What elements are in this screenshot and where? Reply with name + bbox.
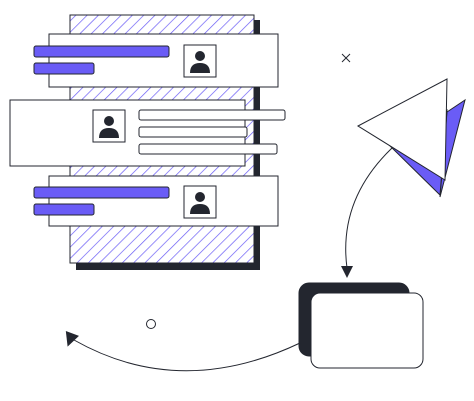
small-circle-icon bbox=[146, 319, 156, 329]
paper-plane-icon bbox=[356, 78, 466, 198]
user-icon bbox=[92, 109, 126, 143]
stacked-windows-icon bbox=[298, 282, 424, 369]
user-icon bbox=[183, 44, 217, 78]
card-line-short bbox=[33, 203, 95, 216]
card-line-short bbox=[33, 62, 95, 75]
user-icon bbox=[183, 185, 217, 219]
cross-mark-icon bbox=[341, 53, 351, 63]
card-line-outline bbox=[138, 143, 278, 155]
card-line-long bbox=[33, 45, 170, 58]
card-body bbox=[48, 33, 279, 88]
card-line-outline bbox=[138, 126, 248, 138]
curved-arrow-left-icon bbox=[65, 331, 301, 372]
card-body bbox=[48, 175, 279, 227]
profile-card-2 bbox=[9, 99, 286, 167]
profile-card-1 bbox=[33, 33, 279, 88]
curved-arrow-down-icon bbox=[341, 147, 393, 278]
profile-card-3 bbox=[33, 175, 279, 227]
card-line-long bbox=[33, 186, 170, 199]
window-front bbox=[310, 292, 424, 369]
card-line-outline bbox=[138, 109, 286, 121]
